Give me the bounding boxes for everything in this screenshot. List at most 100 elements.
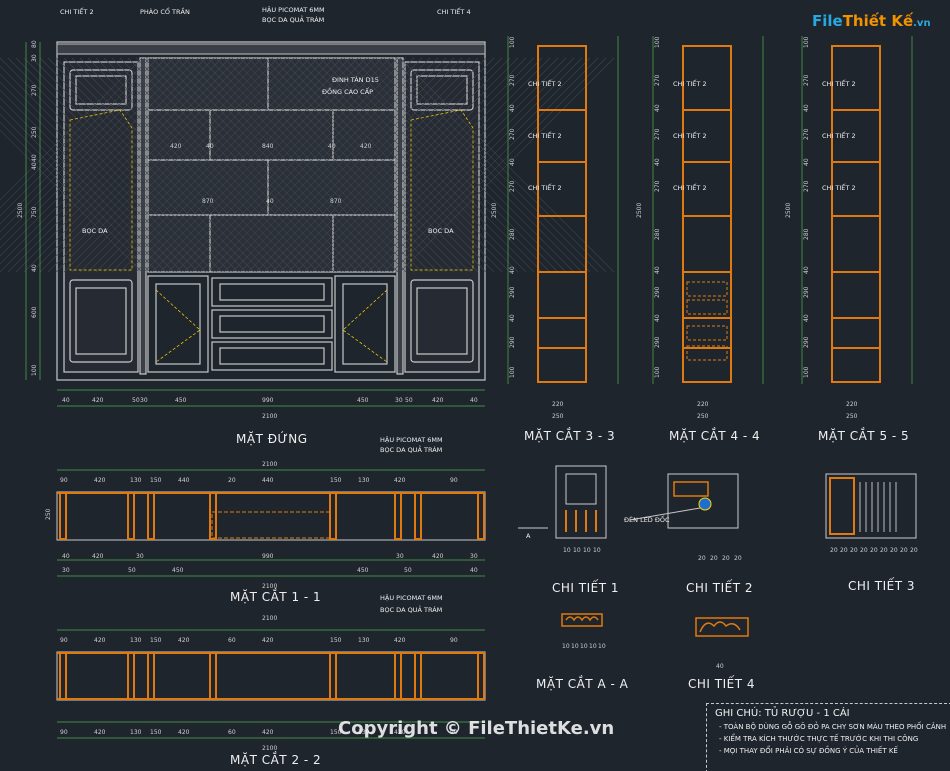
section-chitiet2-label: CHI TIẾT 2 xyxy=(673,182,707,192)
section-chitiet2-label: CHI TIẾT 2 xyxy=(673,78,707,88)
section-dim-total: 250 xyxy=(846,413,858,420)
cut1-bottom-dim: 30 xyxy=(62,567,70,574)
detail-1 xyxy=(518,465,607,539)
section-chitiet2-label: CHI TIẾT 2 xyxy=(673,130,707,140)
cut1-top-dim: 130 xyxy=(130,477,142,484)
note-row-2: - KIỂM TRA KÍCH THƯỚC THỰC TẾ TRƯỚC KHI … xyxy=(719,735,919,743)
section-side-dim: 40 xyxy=(509,104,516,112)
section-side-dim: 100 xyxy=(803,366,810,378)
section-side-dim: 270 xyxy=(509,180,516,192)
label-den-led: ĐÈN LED ĐỐC xyxy=(624,514,670,524)
front-height: 2500 xyxy=(17,203,24,218)
cut1-top-dim: 20 xyxy=(228,477,236,484)
detail3-dim: 20 xyxy=(910,547,918,554)
section-side-dim: 290 xyxy=(803,336,810,348)
title-detail-3: CHI TIẾT 3 xyxy=(848,577,915,593)
cut2-bottom-dim: 130 xyxy=(130,729,142,736)
cut2-top-dim: 60 xyxy=(228,637,236,644)
cut2-top-dim: 130 xyxy=(130,637,142,644)
cut2-bottom-dim: 60 xyxy=(228,729,236,736)
cut2-bottom-dim: 130 xyxy=(358,729,370,736)
label-hau-picomat: HẬU PICOMAT 6MM xyxy=(262,5,325,14)
cut1-bottom-dim: 40 xyxy=(470,567,478,574)
front-bottom-dim: 990 xyxy=(262,397,274,404)
section-side-dim: 100 xyxy=(654,366,661,378)
section-side-dim: 270 xyxy=(803,180,810,192)
front-left-dim: 30 xyxy=(31,54,38,62)
cut1-bottom-dim: 50 xyxy=(404,567,412,574)
cut1-bottom-dim: 990 xyxy=(262,553,274,560)
inner-dim: 420 xyxy=(360,143,372,150)
cut2-top-dim: 420 xyxy=(178,637,190,644)
section-side-dim: 270 xyxy=(509,74,516,86)
cut1-bottom-dim: 420 xyxy=(92,553,104,560)
sectiona-dim: 10 xyxy=(589,643,597,650)
title-section-a: MẶT CẮT A - A xyxy=(536,675,629,691)
detail3-dim: 20 xyxy=(860,547,868,554)
title-section-5: MẶT CẮT 5 - 5 xyxy=(818,427,909,443)
cut1-top-dim: 150 xyxy=(150,477,162,484)
cut1-height: 250 xyxy=(45,508,52,520)
front-elevation xyxy=(56,41,486,381)
section-side-dim: 40 xyxy=(803,104,810,112)
front-bottom-dim: 40 xyxy=(62,397,70,404)
brand-logo: FileThiết Kế.vn xyxy=(812,12,931,30)
section-side-dim: 40 xyxy=(803,266,810,274)
cut2-bottom-dim: 420 xyxy=(94,729,106,736)
detail2-dim: 20 xyxy=(710,555,718,562)
cut2-top-dim: 150 xyxy=(330,637,342,644)
section-a-marker: A xyxy=(526,532,531,540)
front-left-dim: 100 xyxy=(31,364,38,376)
detail-3 xyxy=(825,473,917,539)
section-side-dim: 100 xyxy=(509,366,516,378)
cut2-top-dim: 150 xyxy=(150,637,162,644)
section-chitiet2-label: CHI TIẾT 2 xyxy=(528,182,562,192)
section-side-dim: 40 xyxy=(654,266,661,274)
cut2-total-bottom: 2100 xyxy=(262,745,277,752)
section-side-dim: 280 xyxy=(509,228,516,240)
section-side-dim: 290 xyxy=(803,286,810,298)
title-mat-dung: MẶT ĐỨNG xyxy=(236,431,308,446)
cut2-top-dim: 420 xyxy=(394,637,406,644)
sectiona-dim: 10 xyxy=(562,643,570,650)
side-sections xyxy=(507,36,913,384)
title-cut-1: MẶT CẮT 1 - 1 xyxy=(230,588,321,604)
note-row-1: - TOÀN BỘ DÙNG GỖ GÕ ĐỎ PA CHY SƠN MÀU T… xyxy=(719,723,947,731)
inner-dim: 870 xyxy=(202,198,214,205)
title-section-3: MẶT CẮT 3 - 3 xyxy=(524,427,615,443)
cut1-top-dim: 420 xyxy=(394,477,406,484)
cut1-bottom-dim: 450 xyxy=(357,567,369,574)
detail3-dim: 20 xyxy=(870,547,878,554)
section-side-dim: 40 xyxy=(803,158,810,166)
cut1-top-dim: 90 xyxy=(60,477,68,484)
cut2-label-bocda: BỌC DA QUẢ TRÁM xyxy=(380,605,442,614)
cut1-top-dim: 130 xyxy=(358,477,370,484)
cut1-label-hau: HẬU PICOMAT 6MM xyxy=(380,435,443,444)
label-boc-da-qua-tram: BỌC DA QUẢ TRÁM xyxy=(262,15,324,24)
detail3-dim: 20 xyxy=(840,547,848,554)
cut1-label-bocda: BỌC DA QUẢ TRÁM xyxy=(380,445,442,454)
front-left-dim: 40 xyxy=(31,162,38,170)
cut2-bottom-dim: 420 xyxy=(262,729,274,736)
title-detail-1: CHI TIẾT 1 xyxy=(552,579,619,595)
logo-part-2: Thiết Kế xyxy=(842,12,914,30)
detail2-dim: 20 xyxy=(734,555,742,562)
leader-lines xyxy=(69,109,474,363)
inner-dim: 840 xyxy=(262,143,274,150)
front-bottom-dim: 420 xyxy=(92,397,104,404)
section-height: 2500 xyxy=(491,203,498,218)
cut1-bottom-dim: 30 xyxy=(470,553,478,560)
title-section-4: MẶT CẮT 4 - 4 xyxy=(669,427,760,443)
cut2-top-dim: 90 xyxy=(450,637,458,644)
detail3-dim: 20 xyxy=(900,547,908,554)
inner-dim: 40 xyxy=(266,198,274,205)
title-cut-2: MẶT CẮT 2 - 2 xyxy=(230,751,321,767)
section-side-dim: 100 xyxy=(803,36,810,48)
detail3-dim: 20 xyxy=(890,547,898,554)
detail4-dim: 40 xyxy=(716,663,724,670)
section-side-dim: 270 xyxy=(654,74,661,86)
label-chitiet2: CHI TIẾT 2 xyxy=(60,6,94,16)
detail1-dim: 10 xyxy=(593,547,601,554)
front-left-dim: 250 xyxy=(31,126,38,138)
title-detail-2: CHI TIẾT 2 xyxy=(686,579,753,595)
